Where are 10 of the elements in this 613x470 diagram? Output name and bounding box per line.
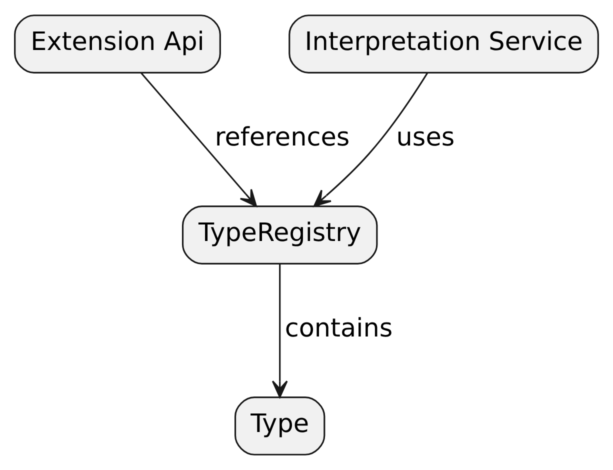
arrow	[272, 264, 288, 398]
edge-label: uses	[396, 122, 455, 153]
node-box: Interpretation Service	[288, 14, 599, 74]
edge-label: contains	[284, 314, 393, 344]
node-box: Extension Api	[14, 14, 221, 74]
node-box: TypeRegistry	[182, 206, 378, 264]
node-box: Type	[234, 396, 326, 456]
edge-label: references	[214, 122, 350, 153]
arrow	[313, 72, 428, 207]
arrow	[140, 72, 257, 207]
